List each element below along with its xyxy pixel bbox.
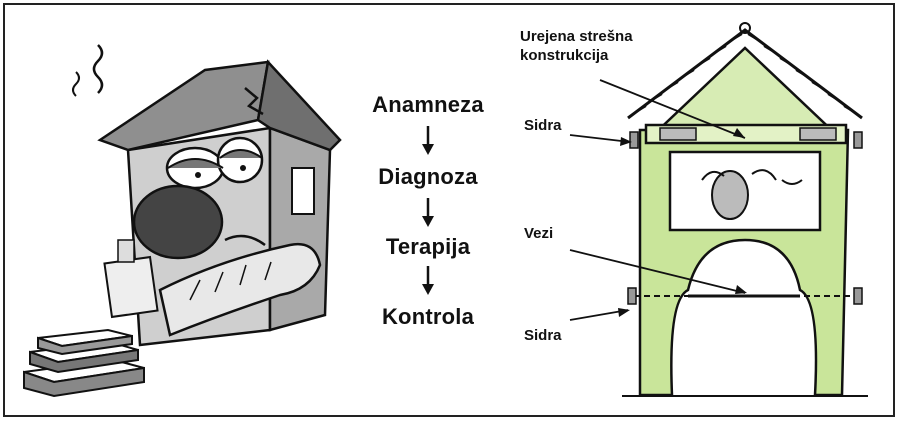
- leader-arrowhead: [733, 128, 745, 138]
- roof-tiles: [627, 28, 863, 120]
- label-ties: Vezi: [524, 225, 554, 242]
- leader-anchors-bottom: [569, 309, 629, 321]
- right-eye: [216, 136, 264, 184]
- leader-anchors-top: [569, 134, 631, 143]
- smile: [781, 179, 803, 185]
- tile-lines: [747, 33, 855, 113]
- bandage-lines: [189, 261, 272, 301]
- leader-ties: [569, 249, 746, 294]
- tile-lines: [635, 33, 743, 113]
- leader-roof: [599, 79, 746, 139]
- arrow-down-icon: [422, 126, 434, 155]
- roof-crack: [244, 87, 264, 116]
- side-window: [291, 167, 315, 215]
- step-terapija: Terapija: [385, 234, 471, 259]
- big-nose: [132, 184, 224, 260]
- sick-house-roof-side: [256, 59, 342, 152]
- steam-squiggle: [92, 44, 104, 94]
- label-anchors-top: Sidra: [524, 117, 562, 134]
- step-kontrola: Kontrola: [381, 304, 475, 329]
- anchor-plate: [799, 127, 837, 141]
- pupil: [195, 172, 201, 178]
- window-face: [668, 150, 822, 232]
- leader-arrowhead: [620, 137, 632, 146]
- leader-arrowhead: [618, 308, 630, 317]
- arrow-down-icon: [422, 266, 434, 295]
- label-roof-construction: Urejena strešna konstrukcija: [520, 28, 633, 64]
- droopy-eyelid: [219, 149, 263, 159]
- anchor-bolt: [853, 131, 863, 149]
- bandaged-arm: [158, 242, 322, 337]
- frown-mouth: [224, 234, 266, 247]
- eye: [751, 169, 777, 181]
- plaster-patch: [117, 239, 135, 263]
- steam-squiggle: [72, 71, 80, 97]
- eye: [701, 170, 725, 181]
- arrow-down-icon: [422, 198, 434, 227]
- step-anamneza: Anamneza: [372, 92, 484, 117]
- leader-arrowhead: [735, 285, 747, 294]
- droopy-eyelid: [167, 158, 224, 169]
- roof-finial: [739, 22, 751, 34]
- label-anchors-bottom: Sidra: [524, 327, 562, 344]
- books-stack: [23, 328, 145, 398]
- anchor-bolt: [627, 287, 637, 305]
- anchor-bolt: [629, 131, 639, 149]
- step-diagnoza: Diagnoza: [378, 164, 478, 189]
- anchor-plate: [659, 127, 697, 141]
- anchor-bolt: [853, 287, 863, 305]
- nose: [711, 170, 749, 220]
- pupil: [240, 165, 246, 171]
